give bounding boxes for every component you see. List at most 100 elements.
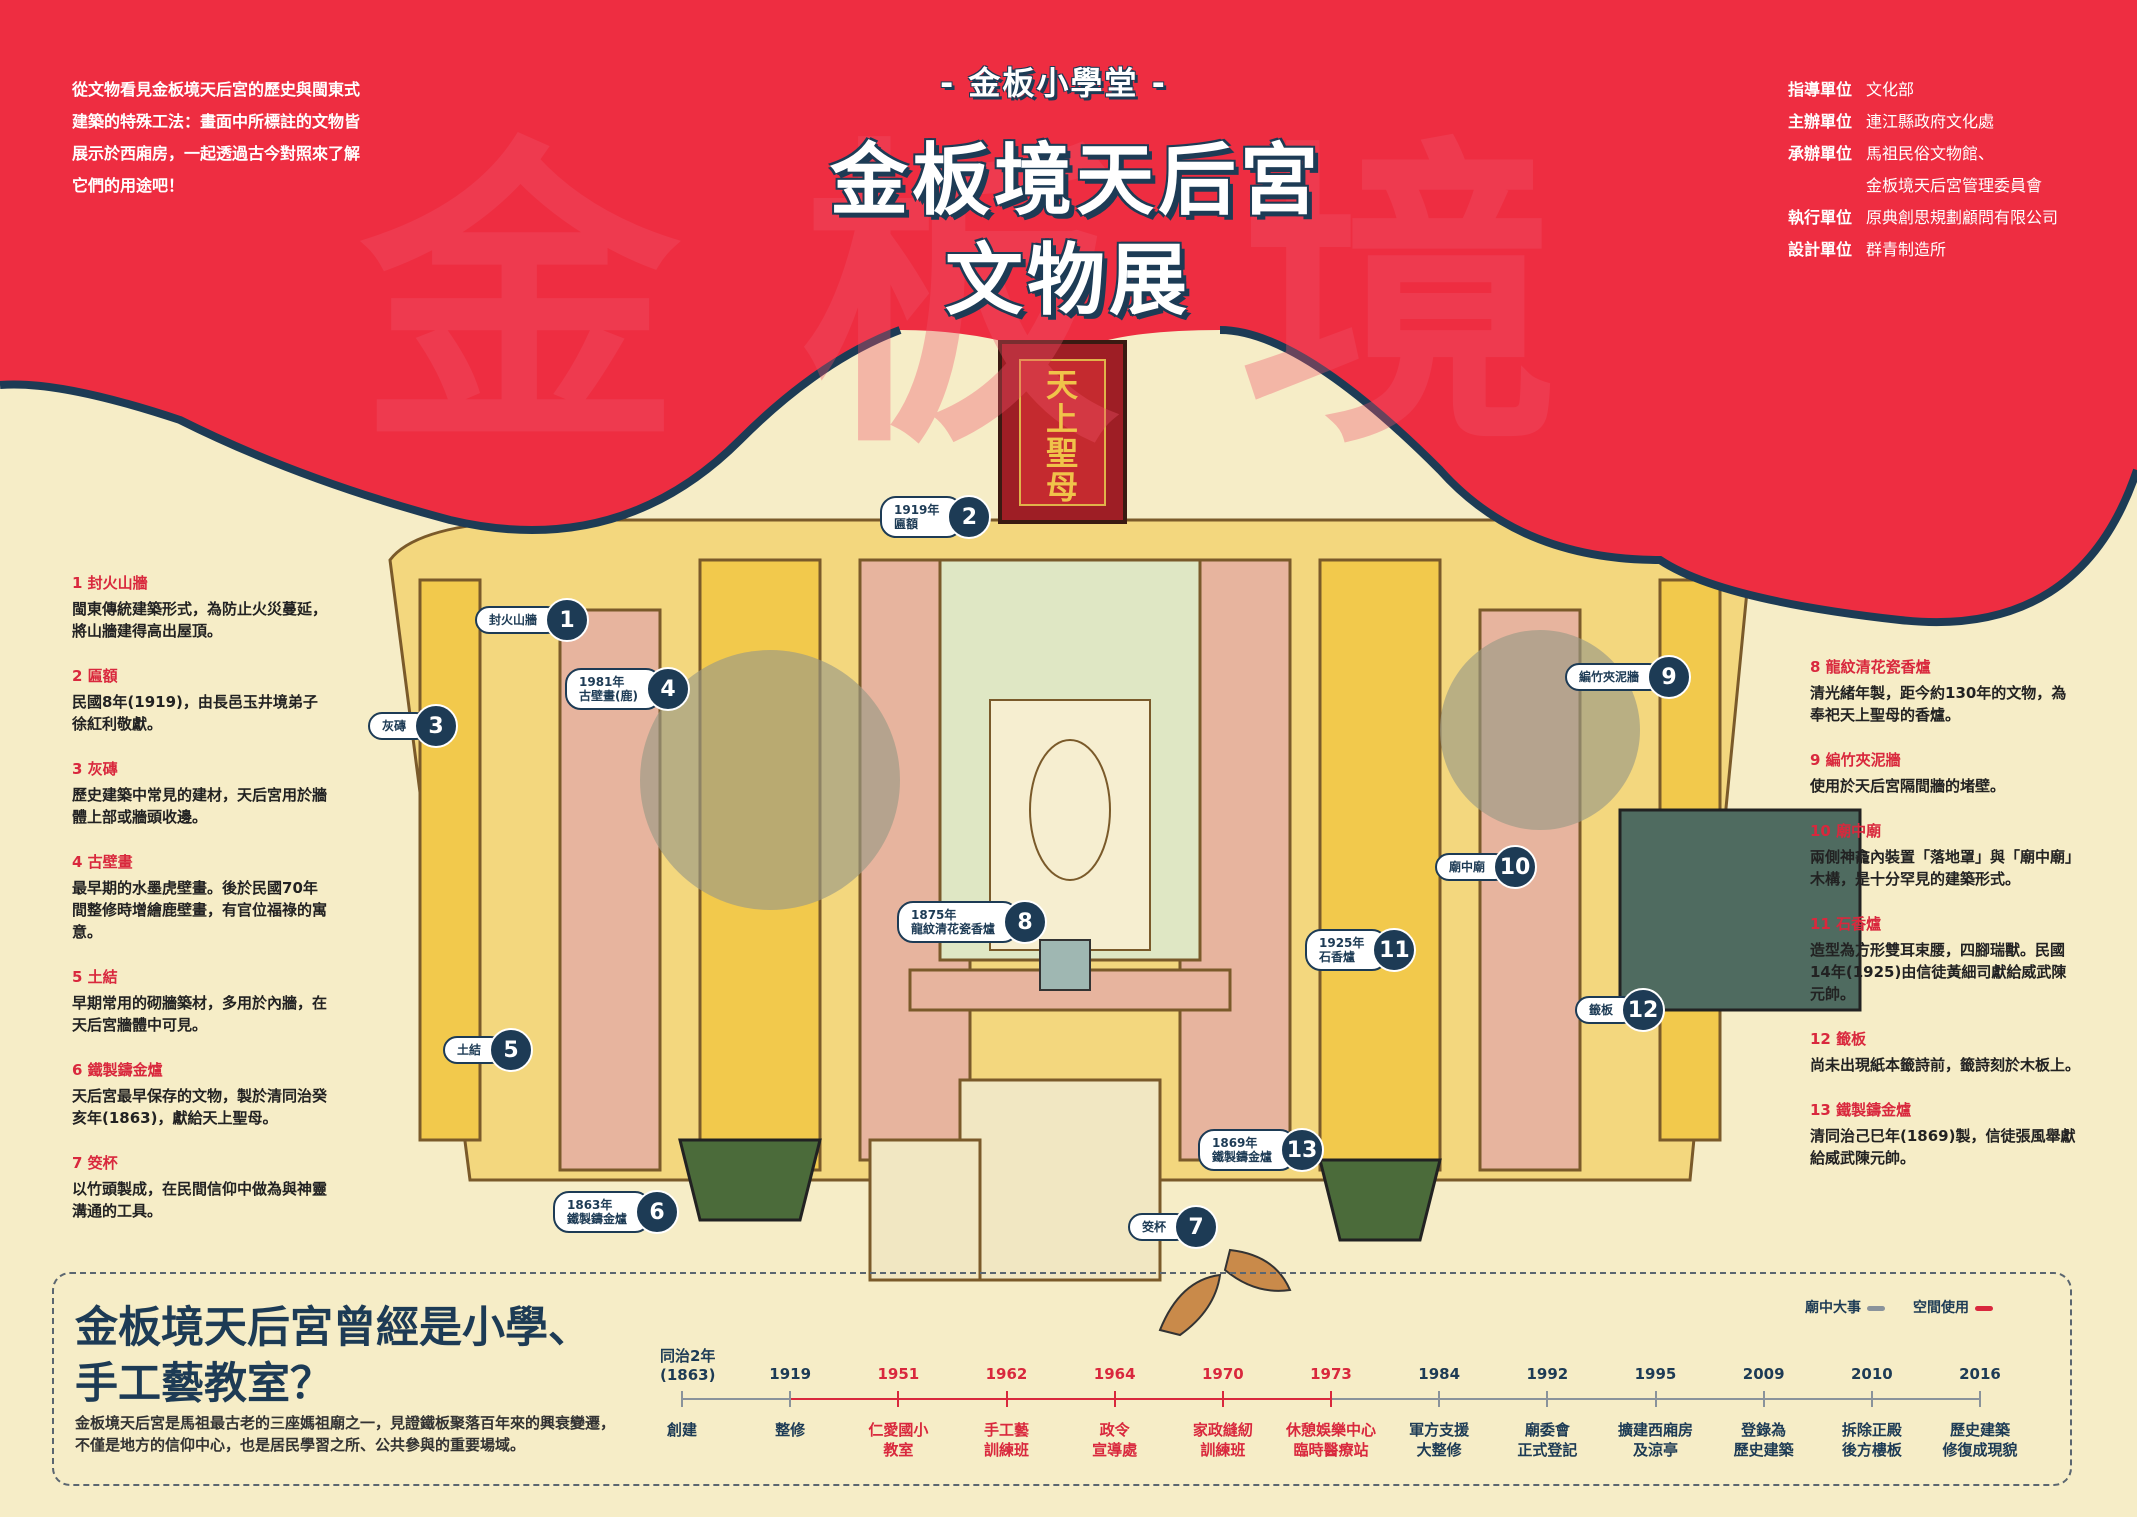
timeline-year: 1995 [1634, 1365, 1677, 1383]
credit-role: 設計單位 [1788, 240, 1853, 259]
timeline-tick [1113, 1391, 1116, 1407]
marker-number: 3 [414, 704, 459, 748]
credit-org: 連江縣政府文化處 [1866, 112, 1995, 131]
timeline-year: 2016 [1959, 1365, 2001, 1383]
timeline-segment [1006, 1398, 1115, 1400]
legend-item: 2 匾額民國8年(1919)，由長邑玉井境弟子徐紅利敬獻。 [72, 665, 332, 735]
marker-tag: 1863年 鐵製鑄金爐 [553, 1191, 652, 1233]
marker-tag: 1981年 古壁畫(鹿) [565, 668, 662, 710]
timeline-event: 拆除正殿 後方樓板 [1841, 1421, 1902, 1459]
question-description: 金板境天后宮是馬祖最古老的三座媽祖廟之一，見證鐵板聚落百年來的興衰變遷，不僅是地… [75, 1414, 616, 1454]
timeline-event: 休憩娛樂中心 臨時醫療站 [1285, 1421, 1376, 1459]
legend-heading: 4 古壁畫 [72, 853, 133, 871]
credits-list: 指導單位文化部 主辦單位連江縣政府文化處 承辦單位馬祖民俗文物館、 金板境天后宮… [1788, 74, 2058, 266]
timeline-event: 擴建西廂房 及涼亭 [1617, 1421, 1693, 1459]
legend-item: 3 灰磚歷史建築中常見的建材，天后宮用於牆體上部或牆頭收邊。 [72, 758, 332, 828]
marker-number: 1 [545, 598, 590, 642]
timeline-year: 1964 [1093, 1365, 1136, 1383]
legend-item: 9 編竹夾泥牆使用於天后宮隔間牆的堵壁。 [1810, 749, 2080, 797]
question-title: 金板境天后宮曾經是小學、 手工藝教室？ [75, 1300, 591, 1412]
legend-description: 造型為方形雙耳束腰，四腳瑞獸。民國14年(1925)由信徒黃細司獻給威武陳元帥。 [1810, 941, 2067, 1003]
timeline-tick [1979, 1391, 1981, 1407]
timeline-segment [1763, 1398, 1872, 1400]
marker-number: 13 [1280, 1128, 1325, 1172]
marker-number: 9 [1647, 655, 1692, 699]
credit-org: 金板境天后宮管理委員會 [1866, 176, 2043, 195]
legend-description: 使用於天后宮隔間牆的堵壁。 [1810, 777, 2006, 795]
timeline-tick [1546, 1391, 1549, 1407]
legend-description: 歷史建築中常見的建材，天后宮用於牆體上部或牆頭收邊。 [72, 786, 328, 826]
legend-heading: 10 廟中廟 [1810, 822, 1882, 840]
legend-description: 民國8年(1919)，由長邑玉井境弟子徐紅利敬獻。 [72, 693, 318, 733]
marker-tag: 1869年 鐵製鑄金爐 [1198, 1129, 1297, 1171]
timeline-tick [1654, 1391, 1657, 1407]
artifact-legend-right: 8 龍紋清花瓷香爐清光緒年製，距今約130年的文物，為奉祀天上聖母的香爐。 9 … [1810, 656, 2080, 1192]
timeline-event: 家政縫紉 訓練班 [1192, 1421, 1253, 1459]
timeline-year: 2009 [1742, 1365, 1785, 1383]
main-title-line1: 金板境天后宮 [830, 136, 1323, 226]
marker-number: 7 [1174, 1205, 1219, 1249]
artifact-legend-left: 1 封火山牆閩東傳統建築形式，為防止火災蔓延，將山牆建得高出屋頂。 2 匾額民國… [72, 572, 332, 1245]
legend-heading: 5 土結 [72, 968, 118, 986]
timeline-tick [1438, 1391, 1441, 1407]
legend-heading: 3 灰磚 [72, 760, 118, 778]
kicker-title: - 金板小學堂 - [940, 64, 1167, 102]
timeline-tick [1221, 1391, 1224, 1407]
legend-item: 1 封火山牆閩東傳統建築形式，為防止火災蔓延，將山牆建得高出屋頂。 [72, 572, 332, 642]
legend-heading: 13 鐵製鑄金爐 [1810, 1101, 1912, 1119]
credit-org: 馬祖民俗文物館、 [1866, 144, 1995, 163]
marker-number: 2 [947, 495, 992, 539]
marker-number: 6 [635, 1190, 680, 1234]
main-title-line2: 文物展 [945, 236, 1192, 326]
legend-description: 閩東傳統建築形式，為防止火災蔓延，將山牆建得高出屋頂。 [72, 600, 328, 640]
marker-number: 12 [1621, 988, 1666, 1032]
legend-item: 8 龍紋清花瓷香爐清光緒年製，距今約130年的文物，為奉祀天上聖母的香爐。 [1810, 656, 2080, 726]
timeline-event: 登錄為 歷史建築 [1733, 1421, 1794, 1459]
legend-temple: 廟中大事 [1805, 1297, 1885, 1317]
legend-space: 空間使用 [1913, 1297, 1993, 1317]
timeline-tick [1330, 1391, 1332, 1407]
marker-tag: 1875年 龍紋清花瓷香爐 [897, 901, 1020, 943]
legend-item: 6 鐵製鑄金爐天后宮最早保存的文物，製於清同治癸亥年(1863)，獻給天上聖母。 [72, 1059, 332, 1129]
legend-item: 7 筊杯以竹頭製成，在民間信仰中做為與神靈溝通的工具。 [72, 1152, 332, 1222]
timeline-event: 軍方支援 大整修 [1409, 1421, 1470, 1459]
credit-row: 執行單位原典創思規劃顧問有限公司 [1788, 202, 2058, 234]
timeline-year: 1973 [1310, 1365, 1352, 1383]
legend-space-label: 空間使用 [1913, 1300, 1969, 1316]
timeline-event: 整修 [775, 1421, 806, 1439]
timeline-segment [682, 1398, 791, 1400]
timeline-segment [1439, 1398, 1548, 1400]
intro-line: 從文物看見金板境天后宮的歷史與閩東式 [72, 80, 361, 99]
timeline-segment [1871, 1398, 1980, 1400]
timeline-event: 政令 宣導處 [1092, 1421, 1138, 1459]
legend-description: 最早期的水墨虎壁畫。後於民國70年間整修時增繪鹿壁畫，有官位福祿的寓意。 [72, 879, 328, 941]
legend-heading: 9 編竹夾泥牆 [1810, 751, 1901, 769]
timeline-segment [1547, 1398, 1656, 1400]
timeline-year: 1984 [1418, 1365, 1461, 1383]
credit-role: 主辦單位 [1788, 112, 1853, 131]
legend-heading: 7 筊杯 [72, 1154, 118, 1172]
credit-role: 執行單位 [1788, 208, 1853, 227]
intro-line: 展示於西廂房，一起透過古今對照來了解 [72, 144, 361, 163]
marker-number: 10 [1493, 845, 1538, 889]
credit-role: 指導單位 [1788, 80, 1853, 99]
timeline-tick [1005, 1391, 1008, 1407]
timeline-event: 廟委會 正式登記 [1517, 1421, 1578, 1459]
timeline-year: 1962 [985, 1365, 1028, 1383]
red-banner-shape [0, 0, 2137, 623]
timeline-legend: 廟中大事 空間使用 [1805, 1297, 1993, 1317]
marker-4[interactable]: 1981年 古壁畫(鹿)4 [565, 667, 690, 711]
credit-row: 主辦單位連江縣政府文化處 [1788, 106, 2058, 138]
